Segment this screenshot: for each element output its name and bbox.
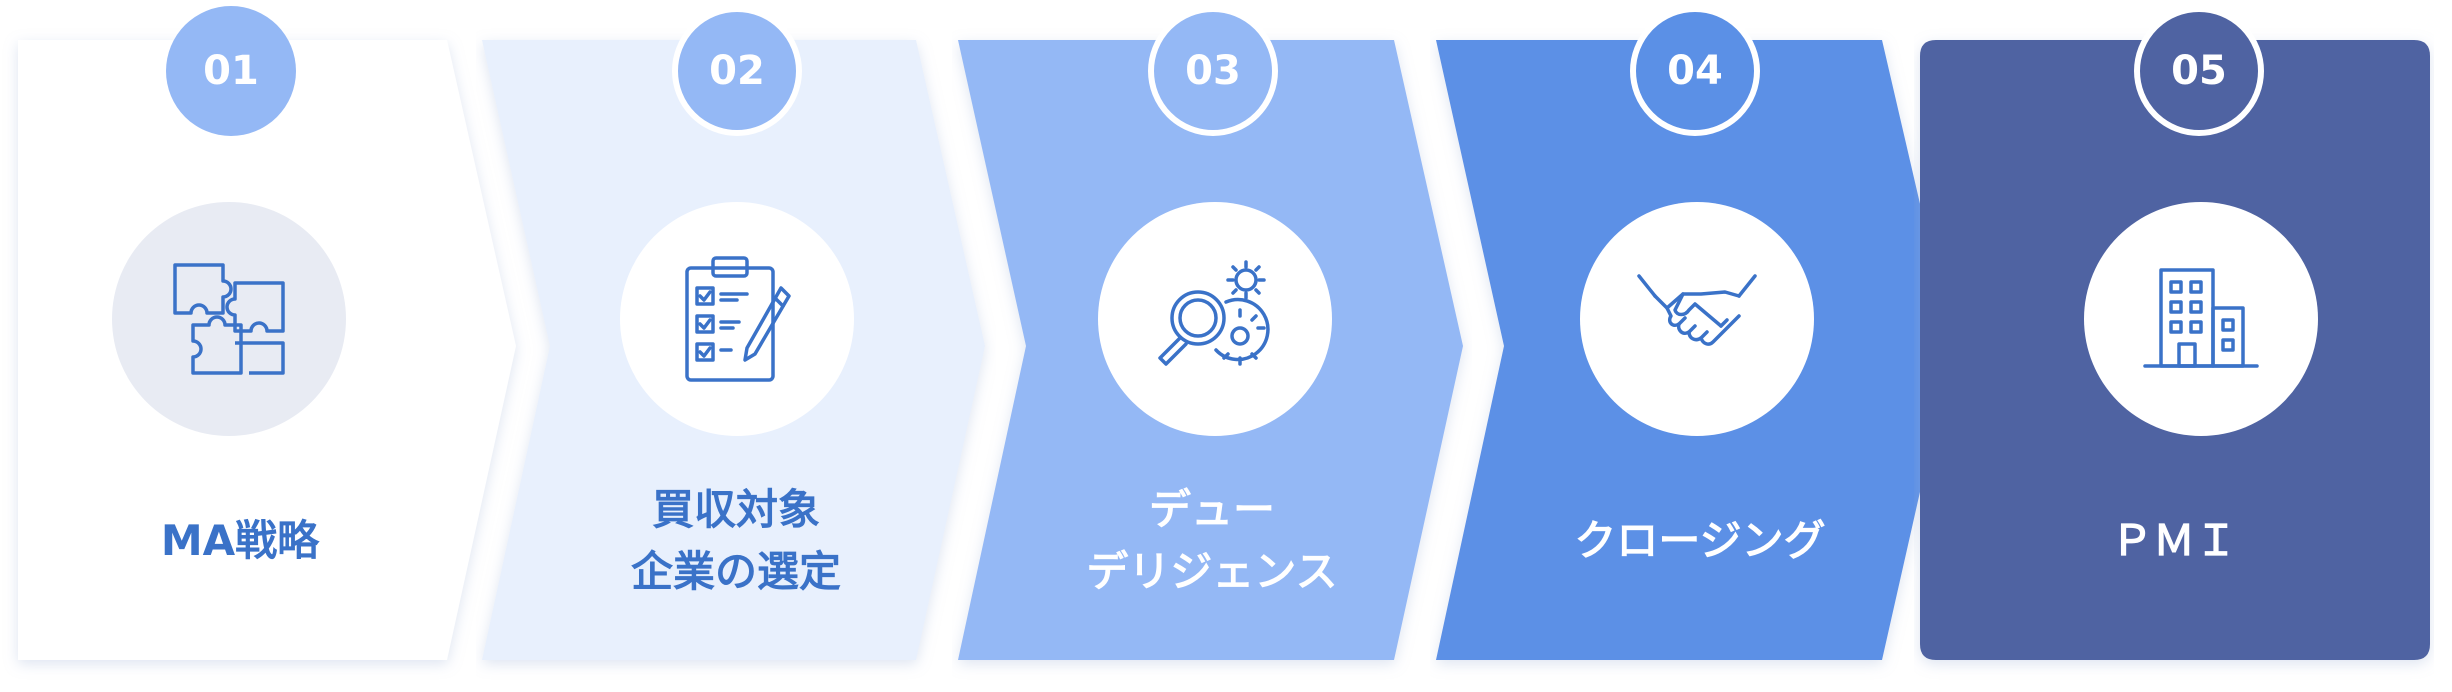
- step-3-label-line-1: デュー: [1148, 485, 1275, 534]
- step-4-label: クロージング: [1500, 466, 1900, 616]
- step-2-icon-circle: [620, 202, 854, 436]
- step-2: 02 買収対象 企業の選定: [476, 0, 996, 692]
- step-3-label-line-2: デリジェンス: [1086, 547, 1338, 596]
- handshake-icon: [1637, 274, 1757, 346]
- step-3-number-badge: 03: [1148, 6, 1278, 136]
- step-5-label-line-1: ＰＭＩ: [2110, 516, 2237, 565]
- step-1-icon-circle: [112, 202, 346, 436]
- step-3-icon-circle: [1098, 202, 1332, 436]
- step-2-number-badge: 02: [672, 6, 802, 136]
- step-5-icon-circle: [2084, 202, 2318, 436]
- step-5-number-badge: 05: [2134, 6, 2264, 136]
- office-building-icon: [2143, 268, 2259, 368]
- step-1-label-line-1: MA戦略: [160, 516, 320, 565]
- step-4-number-badge: 04: [1630, 6, 1760, 136]
- step-3: 03 デュー デリジェンス: [952, 0, 1472, 692]
- step-4: 04 クロージング: [1430, 0, 1970, 692]
- step-1: 01 MA戦略: [0, 0, 540, 692]
- step-3-label: デュー デリジェンス: [1022, 466, 1402, 616]
- step-4-label-line-1: クロージング: [1574, 516, 1826, 565]
- step-4-icon-circle: [1580, 202, 1814, 436]
- step-2-label-line-1: 買収対象: [651, 485, 820, 534]
- puzzle-icon: [173, 263, 285, 375]
- magnifier-gears-icon: [1158, 260, 1270, 366]
- step-1-label: MA戦略: [20, 466, 460, 616]
- checklist-clipboard-icon: [685, 256, 791, 382]
- step-2-label: 買収対象 企業の選定: [546, 466, 926, 616]
- step-5-label: ＰＭＩ: [1974, 466, 2374, 616]
- step-2-label-line-2: 企業の選定: [630, 547, 841, 596]
- step-1-number-badge: 01: [166, 6, 296, 136]
- step-5: 05 ＰＭＩ: [1914, 0, 2434, 692]
